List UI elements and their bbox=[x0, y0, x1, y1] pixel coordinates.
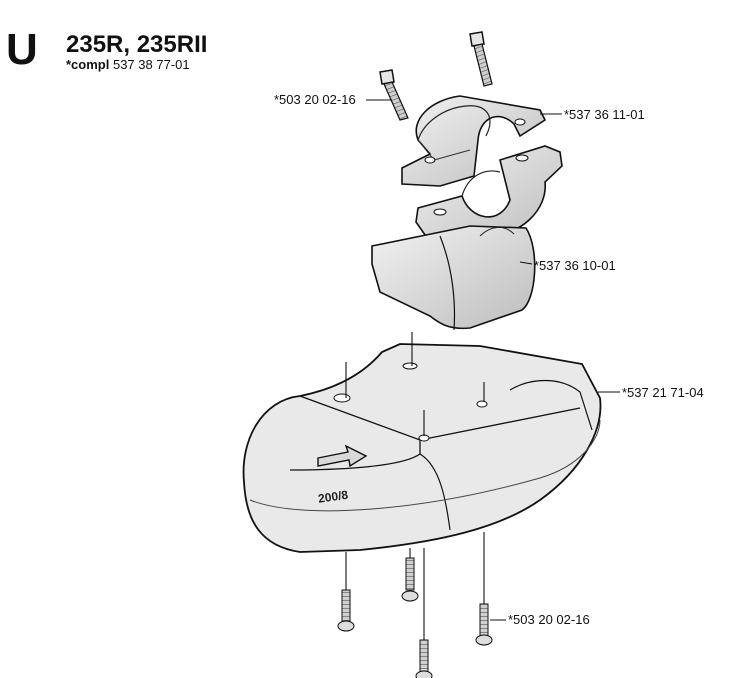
callout-screw-top: *503 20 02-16 bbox=[274, 92, 356, 107]
section-letter: U bbox=[6, 25, 38, 74]
bottom-screw-1 bbox=[337, 589, 355, 632]
bottom-screw-2 bbox=[401, 557, 419, 602]
upper-clamp bbox=[401, 95, 547, 187]
callout-screw-bottom: *503 20 02-16 bbox=[508, 612, 590, 627]
top-screw-right bbox=[469, 31, 493, 87]
assembly-lines bbox=[345, 332, 485, 640]
callout-clamp-lower: *537 36 10-01 bbox=[534, 258, 616, 273]
trimmer-guard: 200/8 bbox=[242, 343, 602, 553]
callout-guard: *537 21 71-04 bbox=[622, 385, 704, 400]
bottom-screw-4 bbox=[415, 639, 433, 678]
bracket-housing bbox=[371, 225, 536, 331]
bottom-screw-3 bbox=[475, 603, 493, 646]
top-screw-left bbox=[379, 69, 409, 121]
leader-lines bbox=[366, 99, 620, 621]
guard-marking: 200/8 bbox=[317, 488, 349, 506]
callout-clamp-upper: *537 36 11-01 bbox=[564, 107, 645, 122]
compl-keyword: *compl bbox=[66, 57, 110, 72]
compl-part-number: 537 38 77-01 bbox=[112, 57, 190, 72]
model-title: 235R, 235RII bbox=[66, 31, 208, 58]
complete-kit-line: *compl 537 38 77-01 bbox=[66, 58, 190, 71]
